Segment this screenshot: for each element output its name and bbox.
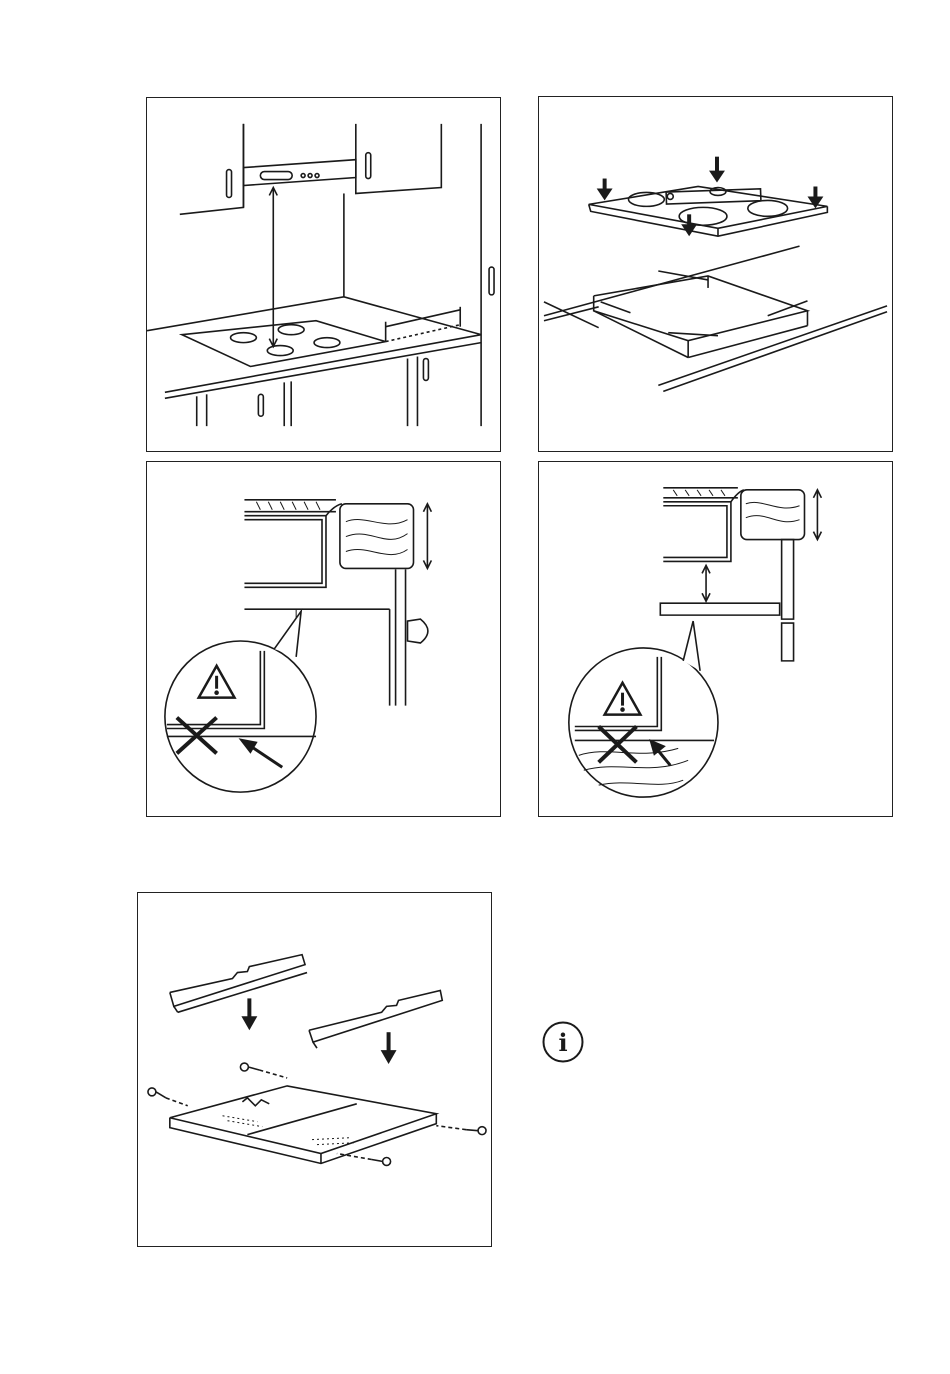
cutout-dimensions-drawing: [539, 97, 892, 451]
figure-cutout-dimensions: [538, 96, 893, 452]
figure-oven-below-warning: [146, 461, 501, 817]
bracket-mounting-drawing: [138, 893, 491, 1246]
figure-hood-clearance: [146, 97, 501, 452]
figure-shelf-below-warning: [538, 461, 893, 817]
cross-mark-icon: [177, 718, 217, 754]
down-arrows: [241, 998, 396, 1064]
oven-below-drawing: [147, 462, 500, 816]
info-icon-glyph: i: [558, 1028, 567, 1057]
info-icon: i: [541, 1020, 585, 1064]
hood-clearance-drawing: [147, 98, 500, 451]
cross-mark-icon: [599, 727, 637, 763]
shelf-below-drawing: [539, 462, 892, 816]
figure-bracket-mounting: [137, 892, 492, 1247]
